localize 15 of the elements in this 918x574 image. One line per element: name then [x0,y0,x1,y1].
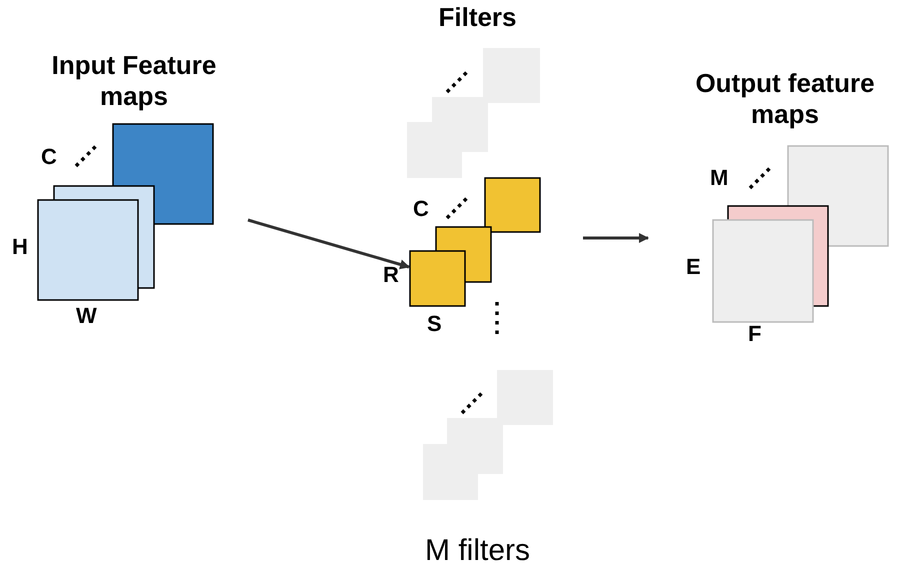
arrow [583,233,649,243]
dimension-letter: M [710,166,728,190]
dimension-letter: F [748,322,762,346]
dimension-letter: W [76,304,97,328]
dimension-letter: C [413,197,429,221]
dimension-letter: C [41,145,57,169]
dimension-letter: E [686,255,701,279]
heading: Input Feature maps [50,50,218,112]
caption-text: M filters [424,533,531,569]
heading: Output feature maps [694,68,876,130]
dimension-letter: S [427,312,442,336]
dimension-letter: R [383,263,399,287]
arrow [248,218,410,270]
heading: Filters [437,2,518,33]
dimension-letter: H [12,235,28,259]
